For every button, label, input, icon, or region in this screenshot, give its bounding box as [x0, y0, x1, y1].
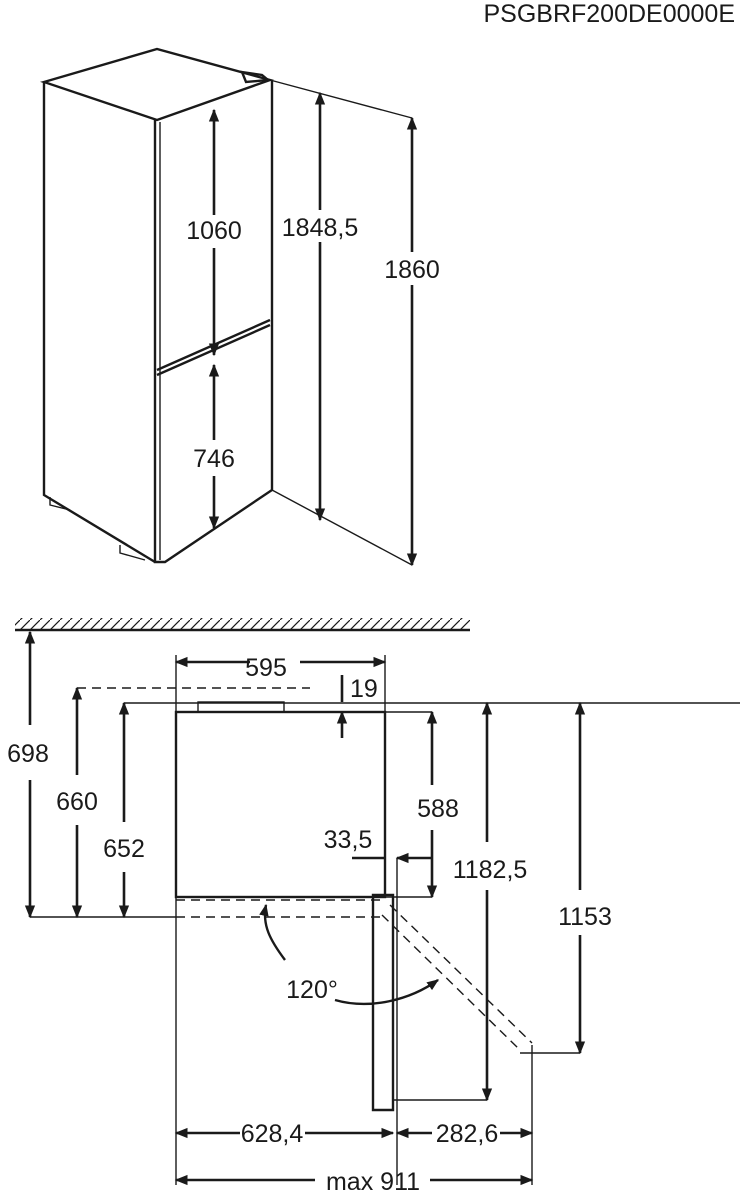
- freezer-door-height-label: 1060: [186, 217, 242, 245]
- door-angle-label: 120°: [286, 976, 338, 1004]
- ceiling-clearance-label: 698: [7, 740, 49, 768]
- door-offset-label: 33,5: [324, 826, 373, 854]
- fridge-door-height-label: 746: [193, 445, 235, 473]
- fridge-top-view: [15, 618, 740, 1185]
- max-width-label: max 911: [326, 1168, 420, 1196]
- open-width-left-label: 628,4: [241, 1120, 304, 1148]
- depth-clearance-label: 660: [56, 788, 98, 816]
- open-depth-2-label: 1153: [558, 903, 612, 931]
- total-height-label: 1860: [384, 256, 440, 284]
- fridge-3d-view: [39, 47, 412, 565]
- body-height-label: 1848,5: [282, 214, 358, 242]
- hinge-offset-label: 19: [350, 675, 378, 703]
- open-width-right-label: 282,6: [436, 1120, 499, 1148]
- open-depth-label: 1182,5: [453, 856, 528, 884]
- body-depth-label: 588: [417, 795, 459, 823]
- width-label: 595: [245, 654, 287, 682]
- depth-handle-label: 652: [103, 835, 145, 863]
- model-code: PSGBRF200DE0000E: [483, 0, 735, 28]
